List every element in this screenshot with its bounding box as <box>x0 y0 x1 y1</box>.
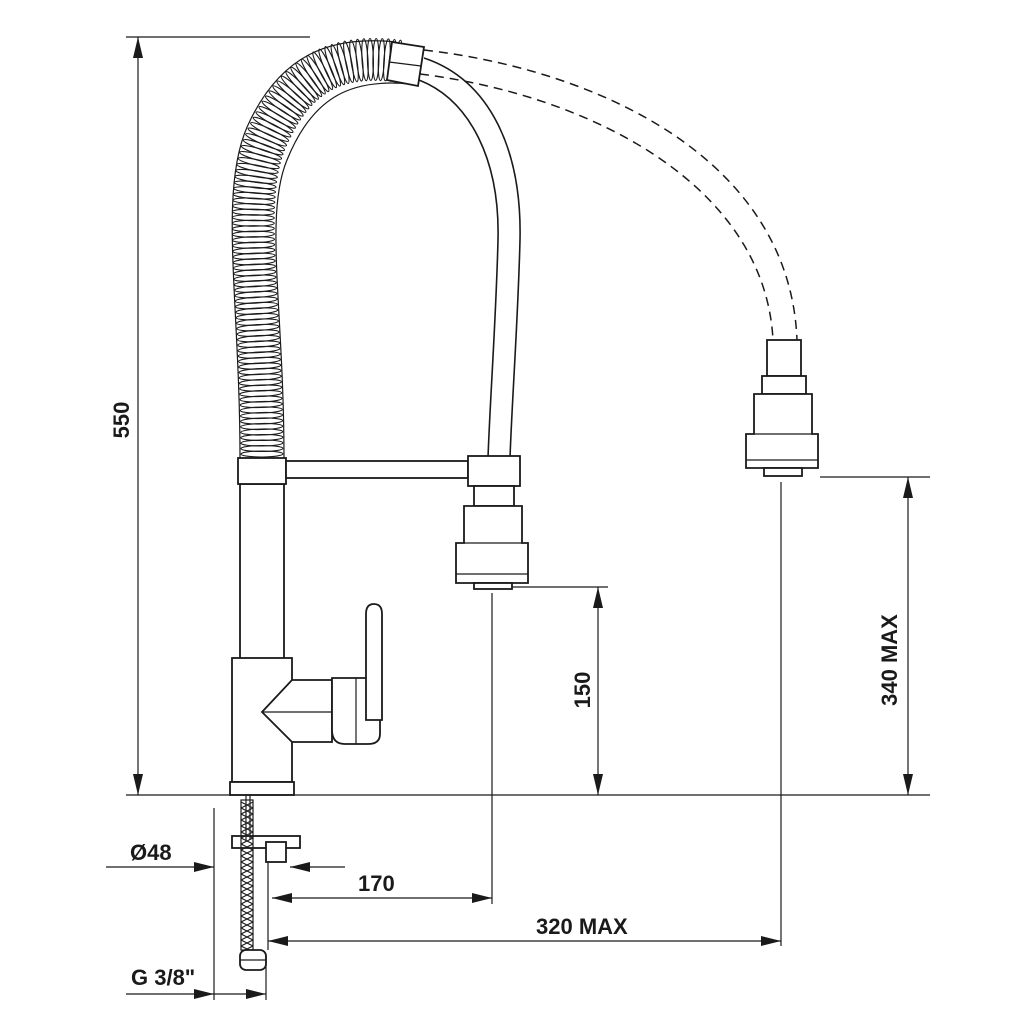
braid-strand <box>240 933 254 941</box>
column-collar <box>237 457 287 485</box>
ext-spray-neck <box>766 339 802 377</box>
arrow <box>903 477 913 498</box>
ext-spray-nozzle <box>763 467 803 477</box>
arrow <box>194 989 214 999</box>
braid-strand <box>240 819 254 827</box>
braid-strand <box>240 831 254 839</box>
braid-strand <box>240 915 254 923</box>
braid-strand <box>240 903 254 911</box>
arrow <box>246 989 266 999</box>
mixer-cone <box>260 679 333 743</box>
braid-strand <box>240 927 254 935</box>
lever-handle <box>365 603 383 721</box>
dim-max-height: 340 MAX <box>877 614 902 706</box>
base-plate <box>229 781 295 796</box>
arrow <box>272 893 292 903</box>
arrow <box>268 936 288 946</box>
braid-strand <box>240 849 254 857</box>
arrow <box>761 936 781 946</box>
braid-strand <box>240 867 254 875</box>
spring-outline-right <box>275 82 411 459</box>
braid-strand <box>240 855 254 863</box>
mounting-nut <box>265 841 287 863</box>
braid-strand <box>240 885 254 893</box>
arrow <box>133 774 143 795</box>
braid-strand <box>240 873 254 881</box>
arrow <box>194 862 214 872</box>
cap-line <box>388 61 422 67</box>
dim-base-diameter: Ø48 <box>130 840 172 865</box>
braid-strand <box>240 909 254 917</box>
arrow <box>290 862 310 872</box>
dim-connection: G 3/8" <box>131 965 195 990</box>
coil-ring <box>242 138 284 156</box>
spray-nozzle <box>473 582 513 590</box>
coil-ring <box>233 180 277 190</box>
coil-ring <box>234 174 278 184</box>
braid-strand <box>240 891 254 899</box>
hose-outer <box>423 57 521 459</box>
hose-extended-outer <box>423 49 798 341</box>
braid-strand <box>240 897 254 905</box>
dim-spout-reach: 170 <box>358 871 395 896</box>
coil-ring <box>237 351 281 359</box>
arrow <box>472 893 492 903</box>
arrow <box>903 774 913 795</box>
hose-inner <box>418 79 499 459</box>
braid-strand <box>240 813 254 821</box>
ext-spray-body <box>745 393 819 469</box>
arrow <box>593 774 603 795</box>
braided-supply-hose <box>240 799 254 953</box>
braid-strand <box>240 801 254 809</box>
coil-ring <box>232 191 276 200</box>
arrow <box>133 37 143 58</box>
coil-ring <box>361 38 369 82</box>
hose-extended-inner <box>419 73 774 341</box>
column-body <box>239 483 285 661</box>
spring-outline-left <box>231 40 397 459</box>
braid-strand <box>240 939 254 947</box>
spray-body <box>455 505 529 584</box>
connecting-arm <box>285 460 469 479</box>
dim-total-height: 550 <box>109 402 134 439</box>
braid-strand <box>240 843 254 851</box>
braid-strand <box>240 807 254 815</box>
braid-strand <box>240 879 254 887</box>
braid-strand <box>240 837 254 845</box>
coil-ring <box>355 38 364 82</box>
coil-ring <box>349 39 359 83</box>
spring-coil <box>231 37 403 458</box>
dim-spout-height: 150 <box>570 672 595 709</box>
ext-spray-ring <box>761 375 807 395</box>
spray-collar <box>467 455 521 487</box>
coil-ring <box>318 48 338 89</box>
coil-ring <box>233 186 277 195</box>
braid-strand <box>240 825 254 833</box>
arrow <box>593 587 603 608</box>
braid-strand <box>240 921 254 929</box>
dim-max-reach: 320 MAX <box>536 914 628 939</box>
spray-neck <box>473 485 515 507</box>
braid-strand <box>240 861 254 869</box>
